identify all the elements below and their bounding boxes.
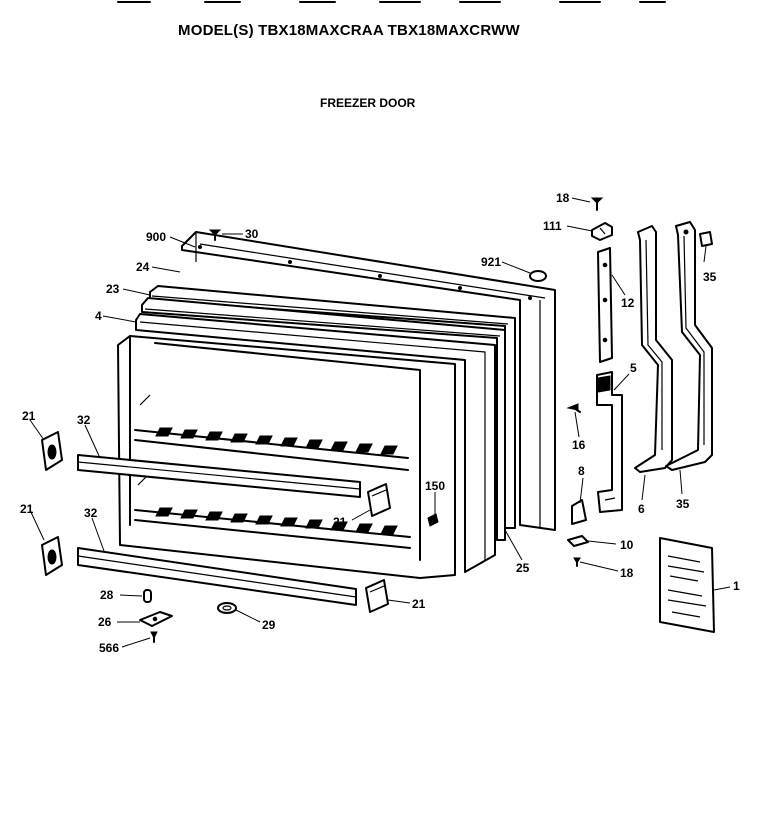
label-21-right-upper: 21 (333, 515, 347, 529)
label-12: 12 (621, 296, 635, 310)
handle-cap-35 (699, 231, 713, 247)
door-liner-frame (135, 313, 496, 573)
screw-150 (427, 513, 439, 527)
label-29: 29 (262, 618, 276, 632)
label-30: 30 (245, 227, 259, 241)
label-28: 28 (100, 588, 114, 602)
instruction-booklet-1 (659, 537, 715, 633)
label-900: 900 (146, 230, 166, 244)
section-title: FREEZER DOOR (320, 96, 416, 110)
screw-16 (566, 403, 581, 413)
label-921: 921 (481, 255, 501, 269)
label-8: 8 (578, 464, 585, 478)
outer-door-panel (181, 231, 556, 531)
label-35-mid: 35 (676, 497, 690, 511)
label-18-bottom: 18 (620, 566, 634, 580)
label-24: 24 (136, 260, 150, 274)
clip-8 (571, 499, 587, 525)
bracket-5 (596, 371, 623, 513)
label-111: 111 (543, 219, 562, 233)
screw-18-bottom (573, 557, 581, 567)
label-25: 25 (516, 561, 530, 575)
label-26: 26 (98, 615, 112, 629)
hinge-pin-111 (591, 222, 613, 241)
clip-10 (567, 535, 589, 547)
label-32-lower: 32 (84, 506, 98, 520)
plug-29 (217, 602, 237, 614)
label-21-right-lower: 21 (412, 597, 426, 611)
label-18-top: 18 (556, 191, 570, 205)
hinge-cap-28 (143, 589, 152, 603)
bracket-12 (597, 247, 613, 363)
door-handle-35 (665, 221, 713, 471)
leader-lines (29, 197, 731, 648)
shelf-end-cap-left-lower (41, 536, 63, 576)
inner-door-liner (117, 335, 456, 579)
shelf-end-cap-right-upper (367, 483, 391, 517)
shelf-end-cap-right-lower (365, 579, 389, 613)
label-1: 1 (733, 579, 740, 593)
shelf-bar-upper (77, 454, 361, 498)
label-35-top: 35 (703, 270, 717, 284)
label-4: 4 (95, 309, 102, 323)
label-5: 5 (630, 361, 637, 375)
label-10: 10 (620, 538, 634, 552)
shelf-end-cap-left-upper (41, 431, 63, 471)
label-21-upper-left: 21 (22, 409, 36, 423)
label-6: 6 (638, 502, 645, 516)
part-labels: 900 30 24 23 4 921 18 111 12 35 5 16 8 6… (20, 191, 740, 655)
bottom-hinge-26 (139, 611, 173, 627)
label-21-lower-left: 21 (20, 502, 34, 516)
door-gasket (141, 285, 516, 541)
shelf-bar-lower (77, 547, 357, 606)
screw-30 (208, 229, 222, 241)
model-title: MODEL(S) TBX18MAXCRAA TBX18MAXCRWW (178, 22, 520, 39)
label-150: 150 (425, 479, 445, 493)
label-32-upper: 32 (77, 413, 91, 427)
door-handle-6 (634, 225, 673, 473)
label-23: 23 (106, 282, 120, 296)
label-16: 16 (572, 438, 586, 452)
plug-921 (529, 270, 547, 282)
screw-18-top (590, 197, 604, 211)
screw-566 (150, 631, 158, 643)
label-566: 566 (99, 641, 119, 655)
